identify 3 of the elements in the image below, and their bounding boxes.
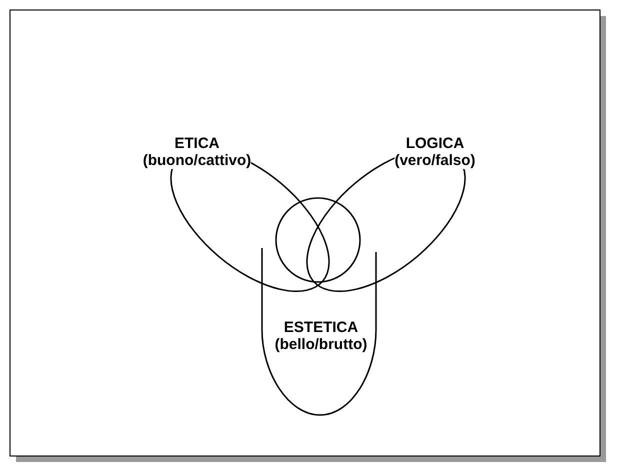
set-label: ETICA (buono/cattivo) bbox=[142, 135, 252, 169]
set-label: ESTETICA (bello/brutto) bbox=[274, 319, 368, 353]
set-label: LOGICA (vero/falso) bbox=[394, 135, 476, 169]
